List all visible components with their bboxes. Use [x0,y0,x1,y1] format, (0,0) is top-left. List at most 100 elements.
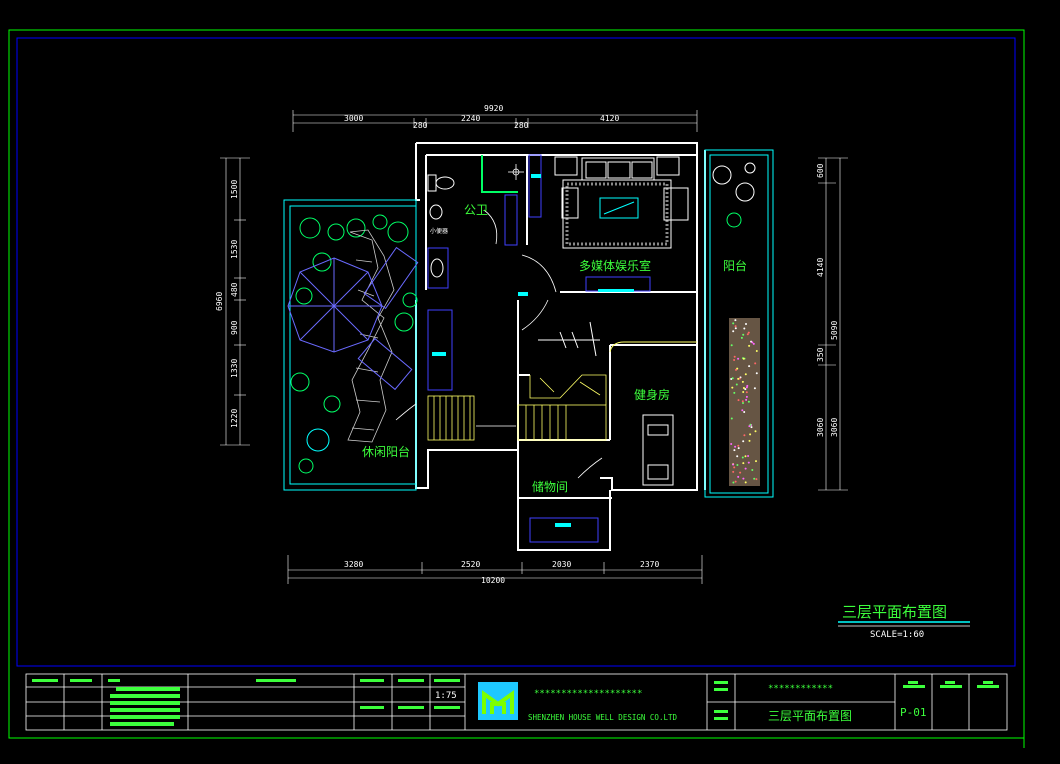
lounge-chair-icon [357,246,419,391]
planter-flower [742,357,745,360]
shower-partition [481,155,518,193]
planter-flower [733,355,736,358]
dim-left-1: 1500 [230,180,239,199]
planter-flower [742,391,745,393]
planter-flower [730,344,733,347]
dim-top-2: 280 [413,121,428,130]
planter-flower [753,477,756,480]
planter-flower [742,440,745,443]
storage-cabinet [529,517,599,543]
planter-flower [742,462,745,465]
dim-right-1: 600 [816,163,825,178]
planter-flower [737,357,740,360]
planter-flower [751,341,754,344]
planter-flower [732,322,735,325]
dim-top-total: 9920 [484,104,503,113]
planter-flower [732,481,735,484]
title-block-company: SHENZHEN HOUSE WELL DESIGN CO.LTD [528,713,677,722]
planter-flower [745,398,748,401]
planter-flower [744,388,747,391]
planter-flower [735,368,737,371]
title-block-stars-long: ******************** [534,689,642,699]
planter-flower [741,400,744,403]
dim-bottom-1: 3280 [344,560,363,569]
planter-flower [754,430,757,433]
dimensions-bottom [287,555,703,584]
room-label-toilet: 公卫 [464,203,488,217]
planter-flower [731,377,734,380]
dim-bottom-2: 2520 [461,560,480,569]
dim-bottom-3: 2030 [552,560,571,569]
room-label-balcony: 阳台 [723,258,747,273]
cyan-fixture-3 [518,292,528,296]
room-label-leisure-balcony: 休闲阳台 [362,444,410,459]
balcony-chairs [712,162,756,228]
planter-flower [746,384,749,387]
cyan-fixture-2 [432,352,446,356]
dim-bottom-4: 2370 [640,560,659,569]
planter-flower [748,439,751,442]
toilet-fixtures [427,174,455,289]
planter-flower [747,461,750,464]
planter-flower [751,469,754,471]
planter-flower [750,426,753,429]
title-block-sheet-no: P-01 [900,706,927,719]
planter-flower [737,444,740,447]
planter-flower [733,391,736,394]
planter-flower [746,333,749,336]
planter-flower [734,319,737,322]
planter-flower [754,362,757,365]
planter-flower [732,470,735,473]
planter-flower [755,350,758,352]
planter-flower [744,481,747,484]
company-logo-mark [482,690,514,714]
cabinets [427,154,542,391]
storage-fixture [555,523,571,527]
dim-left-4: 900 [230,320,239,335]
planter-flower [737,475,740,478]
cyan-fixture-1 [531,174,541,178]
planter-flower [755,460,757,463]
planter-flower [742,333,745,336]
room-label-media: 多媒体娱乐室 [579,258,651,273]
planter-flower [733,466,736,469]
planter-flower [747,455,750,457]
door-swings [395,209,603,479]
title-block-ratio: 1:75 [435,691,457,701]
planter-flower [741,409,744,412]
umbrella-icon [287,257,383,353]
planter-flower [740,336,743,339]
dim-left-3: 480 [230,282,239,297]
planter-flower [737,399,740,402]
planter-flower [747,331,750,334]
room-label-gym: 健身房 [634,387,670,402]
dim-top-1: 3000 [344,114,363,123]
planter-flower [743,434,746,437]
dim-right-5: 3060 [816,418,825,437]
planter-flower [747,400,750,403]
planter-flower [736,455,739,458]
planter-flower [743,327,746,330]
planter-flower [749,423,752,426]
planter-flower [732,463,735,466]
planter-flower [736,367,739,370]
room-label-storage: 储物间 [532,479,568,494]
title-block-fills [32,679,999,726]
planter-flower [741,380,744,383]
planter-flower [752,342,755,345]
planter-flowers [730,319,758,484]
drawing-title: 三层平面布置图 [842,603,947,621]
dim-right-3: 5090 [830,321,839,340]
sofa-set [554,156,689,221]
planter-flower [744,467,747,470]
dim-left-6: 1220 [230,409,239,428]
dim-bottom-total: 10200 [481,576,505,585]
gym-curved-wall [609,341,697,353]
planter-flower [734,327,737,330]
planter-flower [734,325,737,328]
dim-left-total: 6960 [215,292,224,311]
planter-flower [742,387,745,389]
urinal-label: 小便器 [430,227,448,235]
planter-flower [742,402,744,404]
